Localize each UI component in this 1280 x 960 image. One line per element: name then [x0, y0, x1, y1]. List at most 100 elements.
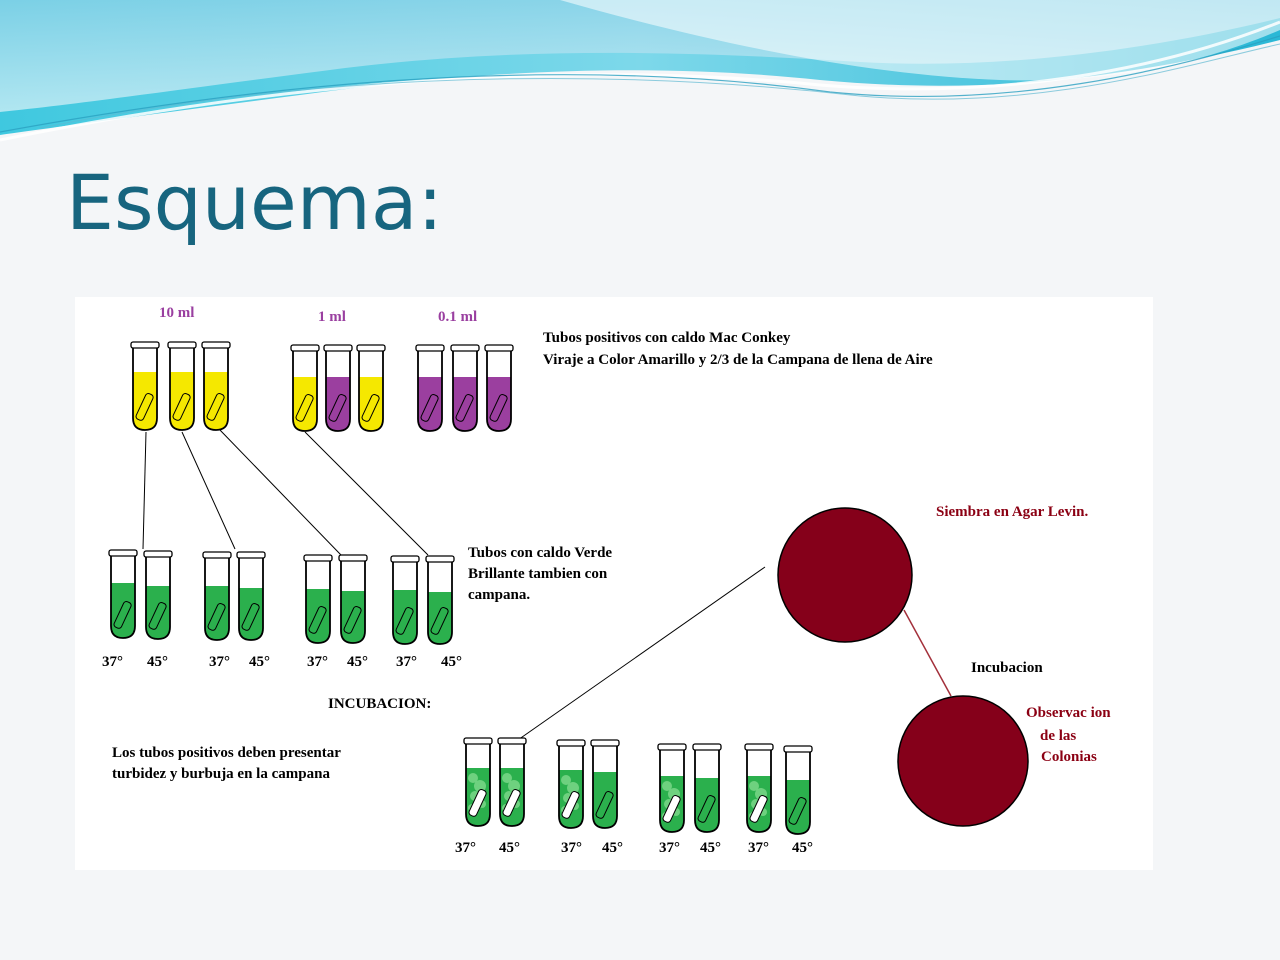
- test-tube: [497, 737, 527, 827]
- temp-label-45: 45°: [700, 840, 721, 856]
- durham-tube: [308, 606, 327, 634]
- positive-note-line1: Los tubos positivos deben presentar: [112, 745, 341, 761]
- temp-label-45: 45°: [347, 654, 368, 670]
- connector-line: [142, 431, 147, 550]
- temp-label-45: 45°: [792, 840, 813, 856]
- volume-label-01ml: 0.1 ml: [438, 309, 477, 325]
- verde-brillante-line2: Brillante tambien con: [468, 566, 608, 582]
- tube-broth: [487, 377, 511, 431]
- durham-tube: [749, 795, 768, 823]
- test-tube: [657, 743, 687, 833]
- durham-tube: [295, 394, 314, 422]
- tube-broth: [146, 586, 170, 639]
- durham-tube: [697, 795, 716, 823]
- connector-line: [218, 428, 342, 556]
- durham-tube: [788, 797, 807, 825]
- temp-label-37: 37°: [455, 840, 476, 856]
- test-tube: [783, 745, 813, 835]
- test-tube: [236, 551, 266, 641]
- diagram-canvas: 10 ml 1 ml 0.1 ml Tubos positivos con ca…: [102, 305, 1111, 856]
- temp-label-45: 45°: [249, 654, 270, 670]
- connector-lines: [142, 428, 766, 743]
- tube-broth: [695, 778, 719, 832]
- durham-tube: [662, 795, 681, 823]
- agar-plate-siembra: [777, 507, 913, 643]
- tube-broth: [326, 377, 350, 431]
- durham-tube: [206, 393, 225, 421]
- tube-broth: [786, 780, 810, 834]
- temp-label-45: 45°: [602, 840, 623, 856]
- test-tube: [425, 555, 455, 645]
- test-tube: [202, 551, 232, 641]
- volume-label-1ml: 1 ml: [318, 309, 346, 325]
- durham-tube: [135, 393, 154, 421]
- tube-broth: [133, 372, 157, 430]
- durham-tube: [148, 602, 167, 630]
- durham-tube: [430, 607, 449, 635]
- durham-tube: [172, 393, 191, 421]
- positive-note-line2: turbidez y burbuja en la campana: [112, 766, 330, 782]
- temp-label-37: 37°: [307, 654, 328, 670]
- agar-plate-observacion: [897, 695, 1029, 827]
- durham-tube: [395, 607, 414, 635]
- test-tube: [415, 344, 445, 432]
- tube-broth: [239, 588, 263, 640]
- tube-broth: [306, 589, 330, 643]
- verde-brillante-line1: Tubos con caldo Verde: [468, 545, 612, 561]
- durham-tube: [468, 789, 487, 817]
- row-mac-conkey-tubes: [130, 341, 514, 432]
- siembra-label: Siembra en Agar Levin.: [936, 504, 1088, 520]
- mac-conkey-line2: Viraje a Color Amarillo y 2/3 de la Camp…: [543, 352, 933, 368]
- test-tube: [201, 341, 231, 431]
- test-tube: [356, 344, 386, 432]
- temp-label-37: 37°: [102, 654, 123, 670]
- test-tube: [108, 549, 138, 639]
- temp-label-45: 45°: [499, 840, 520, 856]
- connector-line: [181, 431, 236, 550]
- temp-label-45: 45°: [441, 654, 462, 670]
- durham-tube: [502, 789, 521, 817]
- test-tube: [556, 739, 586, 829]
- observacion-line3: Colonias: [1041, 749, 1097, 765]
- tube-broth: [204, 372, 228, 430]
- observacion-line2: de las: [1040, 728, 1076, 744]
- incubacion-header: INCUBACION:: [328, 696, 431, 712]
- tube-broth: [111, 583, 135, 638]
- row-incubated-tubes: [463, 737, 813, 835]
- durham-tube: [361, 394, 380, 422]
- temp-label-37: 37°: [659, 840, 680, 856]
- durham-tube: [455, 394, 474, 422]
- test-tube: [590, 739, 620, 829]
- row-verde-brillante-tubes: [108, 549, 455, 645]
- tube-broth: [359, 377, 383, 431]
- temp-label-37: 37°: [561, 840, 582, 856]
- row2-temperature-labels: 37° 45° 37° 45° 37° 45° 37° 45°: [102, 654, 462, 670]
- incubacion-label: Incubacion: [971, 660, 1043, 676]
- durham-tube: [328, 394, 347, 422]
- test-tube: [450, 344, 480, 432]
- observacion-line1: Observac ion: [1026, 705, 1111, 721]
- volume-label-10ml: 10 ml: [159, 305, 194, 321]
- tube-broth: [293, 377, 317, 431]
- tube-broth: [170, 372, 194, 430]
- test-tube: [290, 344, 320, 432]
- temp-label-37: 37°: [396, 654, 417, 670]
- test-tube: [323, 344, 353, 432]
- row3-temperature-labels: 37° 45° 37° 45° 37° 45° 37° 45°: [455, 840, 813, 856]
- tube-broth: [428, 592, 452, 644]
- test-tube: [338, 554, 368, 644]
- temp-label-45: 45°: [147, 654, 168, 670]
- tube-broth: [593, 772, 617, 828]
- test-tube: [692, 743, 722, 833]
- test-tube: [744, 743, 774, 833]
- durham-tube: [561, 791, 580, 819]
- mac-conkey-line1: Tubos positivos con caldo Mac Conkey: [543, 330, 791, 346]
- durham-tube: [343, 606, 362, 634]
- tube-broth: [393, 590, 417, 644]
- test-tube: [143, 550, 173, 640]
- test-tube: [303, 554, 333, 644]
- slide-title: Esquema:: [66, 158, 443, 247]
- test-tube: [167, 341, 197, 431]
- test-tube: [463, 737, 493, 827]
